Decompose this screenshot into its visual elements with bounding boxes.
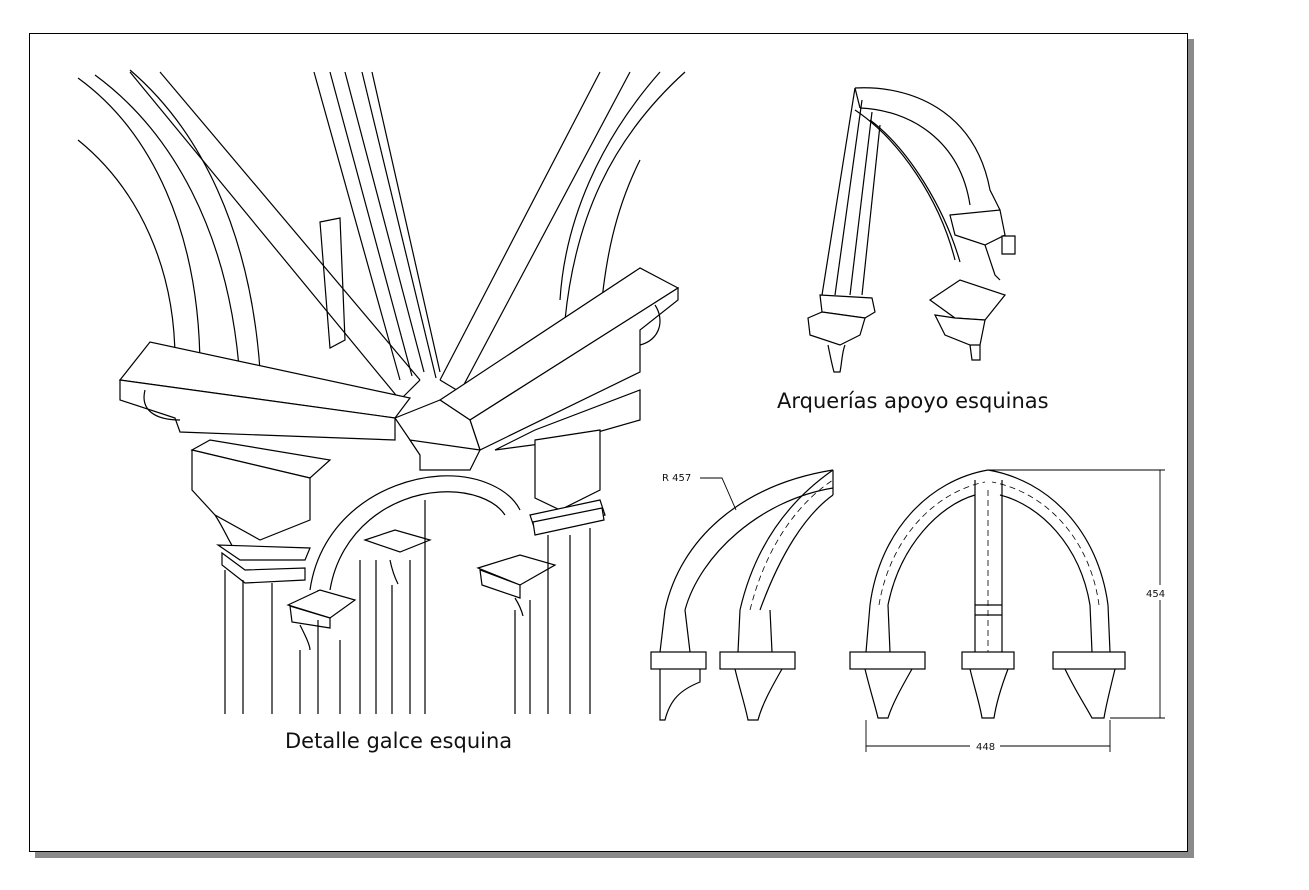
front-elevation-drawing — [849, 469, 1165, 752]
corner-detail-drawing — [77, 69, 686, 714]
side-elevation-drawing — [650, 469, 834, 721]
height-dimension-label: 454 — [1146, 589, 1165, 600]
arcades-caption: Arquerías apoyo esquinas — [777, 389, 1049, 413]
width-dimension-label: 448 — [976, 742, 995, 753]
column-shafts — [224, 500, 591, 714]
detail-caption: Detalle galce esquina — [285, 729, 512, 753]
radius-label: R 457 — [662, 473, 691, 484]
dimension-lines — [865, 469, 1165, 752]
arcades-drawing — [807, 87, 1016, 373]
